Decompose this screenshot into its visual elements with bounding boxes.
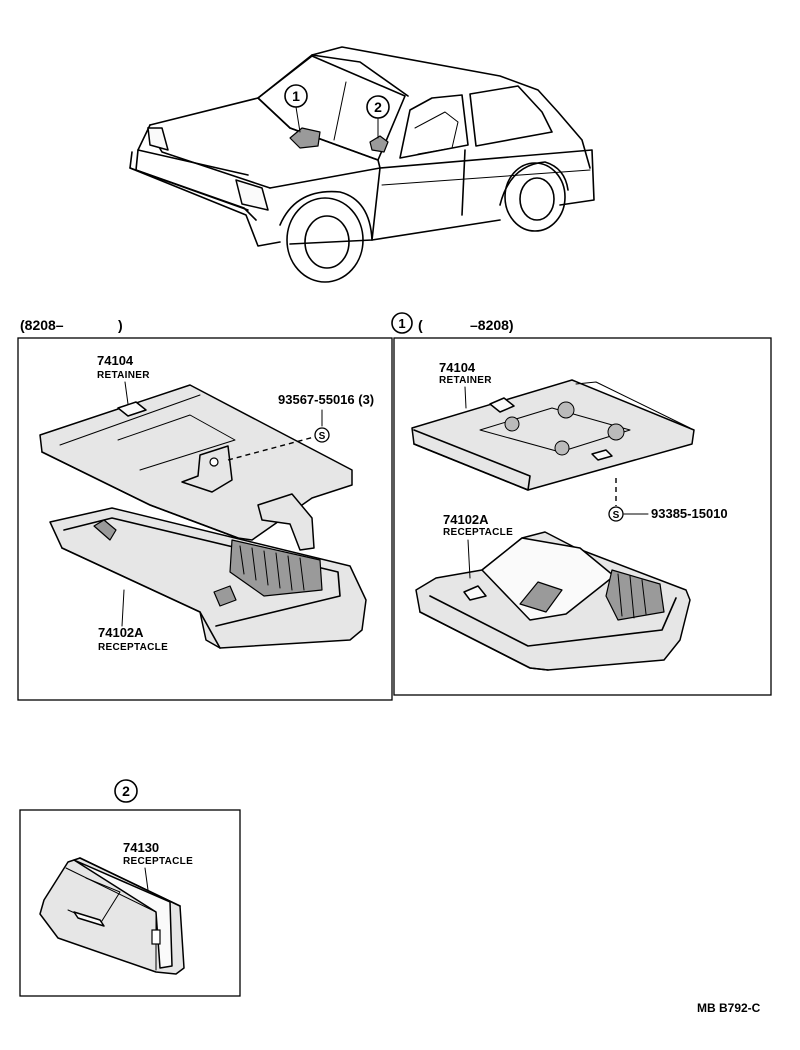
bottom-panel-frame <box>19 809 241 997</box>
left-panel-header-open: (8208– <box>20 317 64 333</box>
right-panel-header-close: –8208) <box>470 317 514 333</box>
callout-2: 2 <box>366 95 390 119</box>
left-receptacle-name: RECEPTACLE <box>98 642 168 653</box>
left-screw-part-no: 93567-55016 (3) <box>278 392 374 407</box>
right-receptacle-leader <box>467 539 471 579</box>
left-screw-symbol: S <box>314 427 330 443</box>
callout-1: 1 <box>284 84 308 108</box>
footer-code: MB B792-C <box>697 1001 761 1015</box>
left-retainer-part-no: 74104 <box>97 353 134 368</box>
svg-text:S: S <box>613 510 620 521</box>
right-retainer-drawing <box>411 379 695 671</box>
svg-text:1: 1 <box>292 88 300 104</box>
left-retainer-name: RETAINER <box>97 370 150 381</box>
bottom-receptacle-drawing <box>39 857 185 975</box>
right-receptacle-name: RECEPTACLE <box>443 527 513 538</box>
left-retainer-leader <box>124 381 129 405</box>
svg-text:1: 1 <box>398 316 405 331</box>
left-panel-header-close: ) <box>118 317 123 333</box>
right-panel-header-open: ( <box>418 317 423 333</box>
left-receptacle-part-no: 74102A <box>98 625 144 640</box>
car-illustration <box>129 46 595 283</box>
right-receptacle-part-no: 74102A <box>443 512 489 527</box>
left-receptacle-leader <box>121 589 125 627</box>
right-panel-header-callout: 1 <box>391 312 413 334</box>
svg-text:2: 2 <box>122 783 130 799</box>
bottom-receptacle-part-no: 74130 <box>123 840 159 855</box>
bottom-receptacle-name: RECEPTACLE <box>123 856 193 867</box>
right-retainer-part-no: 74104 <box>439 360 476 375</box>
right-panel-frame <box>393 337 772 696</box>
right-retainer-name: RETAINER <box>439 375 492 386</box>
right-screw-part-no: 93385-15010 <box>651 506 728 521</box>
bottom-panel-header-callout: 2 <box>114 779 138 803</box>
left-retainer-drawing <box>39 384 367 649</box>
right-retainer-leader <box>464 386 467 409</box>
svg-text:S: S <box>319 431 326 442</box>
left-panel-frame <box>17 337 393 701</box>
right-screw-symbol: S <box>608 506 624 522</box>
svg-text:2: 2 <box>374 99 382 115</box>
bottom-receptacle-leader <box>144 867 149 891</box>
